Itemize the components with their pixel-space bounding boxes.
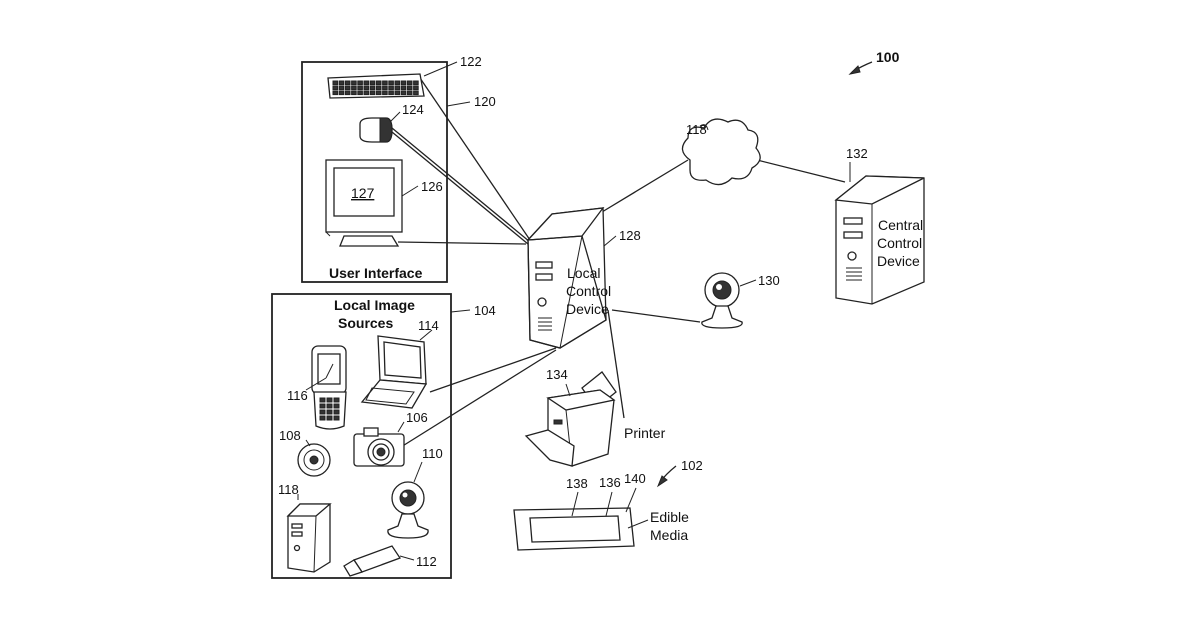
- local-control-line1: Local: [567, 265, 600, 281]
- mouse-icon: [360, 112, 400, 142]
- tower-ref: 118: [278, 482, 299, 497]
- phone-icon: [306, 346, 346, 429]
- usb-ref: 112: [416, 554, 437, 569]
- local-image-sources-box: Local Image Sources 104 116 114: [272, 294, 496, 578]
- camera-ref: 106: [406, 410, 428, 425]
- tower-icon: [288, 494, 330, 572]
- media-ref-138: 138: [566, 476, 588, 491]
- local-control-line2: Control: [566, 283, 611, 299]
- network-ref: 118: [686, 122, 707, 137]
- printer-ref: 134: [546, 367, 568, 382]
- media-ref-136: 136: [599, 475, 621, 490]
- edible-media-line2: Media: [650, 527, 688, 543]
- webcam-icon-local: [388, 462, 428, 538]
- usb-drive-icon: [344, 546, 414, 576]
- laptop-ref: 114: [418, 318, 439, 333]
- user-interface-ref: 120: [474, 94, 496, 109]
- monitor-ref: 126: [421, 179, 443, 194]
- system-reference: 100: [850, 49, 900, 74]
- system-ref: 100: [876, 49, 900, 65]
- edible-media-icon: [514, 488, 648, 550]
- webcam-icon: [702, 273, 756, 328]
- local-sources-line1: Local Image: [334, 297, 415, 313]
- disc-icon: [298, 440, 330, 476]
- local-sources-ref: 104: [474, 303, 496, 318]
- media-ref-140: 140: [624, 471, 646, 486]
- phone-ref: 116: [287, 388, 308, 403]
- printer-label: Printer: [624, 425, 666, 441]
- central-control-ref: 132: [846, 146, 868, 161]
- central-control-line1: Central: [878, 217, 923, 233]
- disc-ref: 108: [279, 428, 301, 443]
- edible-system-ref: 102: [681, 458, 703, 473]
- central-control-line2: Control: [877, 235, 922, 251]
- keyboard-icon: [328, 62, 457, 98]
- camera-icon: [354, 422, 404, 466]
- mouse-ref: 124: [402, 102, 424, 117]
- user-interface-title: User Interface: [329, 265, 423, 281]
- webcam-ref: 130: [758, 273, 780, 288]
- webcam-local-ref: 110: [422, 446, 443, 461]
- monitor-icon: 127: [326, 160, 418, 246]
- laptop-icon: [362, 330, 432, 408]
- printer-icon: [526, 372, 616, 466]
- user-interface-box: 120 User Interface 122 124 127 126: [302, 54, 496, 282]
- local-control-ref: 128: [619, 228, 641, 243]
- local-sources-line2: Sources: [338, 315, 393, 331]
- connection-lines: [392, 78, 845, 452]
- local-control-line3: Device: [566, 301, 609, 317]
- edible-media-line1: Edible: [650, 509, 689, 525]
- keyboard-ref: 122: [460, 54, 482, 69]
- central-control-line3: Device: [877, 253, 920, 269]
- screen-ref: 127: [351, 185, 375, 201]
- edible-system-reference: [658, 466, 676, 486]
